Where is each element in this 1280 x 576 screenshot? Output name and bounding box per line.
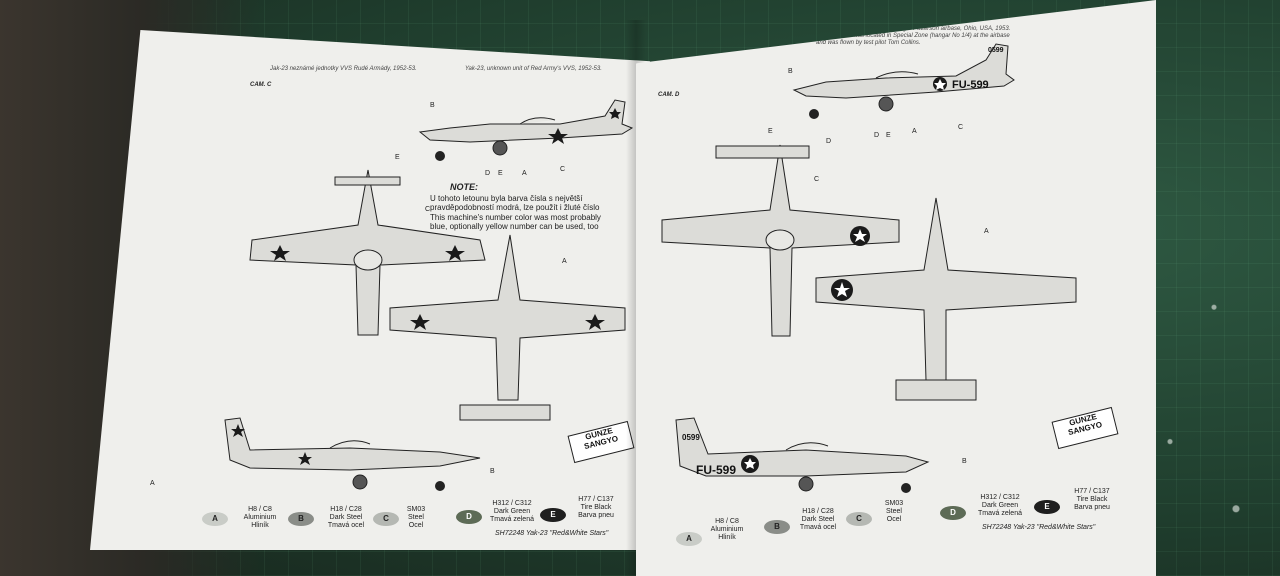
legend-code: A <box>212 514 218 523</box>
legend-code: C <box>383 514 389 523</box>
callout-letter: C <box>814 176 820 183</box>
callout-letter: E <box>768 128 773 135</box>
callout-letter: B <box>490 468 495 475</box>
legend-badge-d <box>940 506 966 520</box>
instruction-sheet-right-page: Yak-23 FU-599, evaluated at Wright-Patte… <box>636 0 1156 576</box>
left-caption-english: Yak-23, unknown unit of Red Army's VVS, … <box>465 66 602 72</box>
right-footer-product-code: SH72248 Yak-23 "Red&White Stars" <box>982 524 1096 531</box>
callout-letter: A <box>522 170 527 177</box>
serial-number: FU-599 <box>696 463 736 477</box>
callout-letter: C <box>560 166 566 173</box>
legend-badge-e <box>540 508 566 522</box>
callout-letter: E <box>395 154 400 161</box>
legend-code: D <box>466 512 472 521</box>
serial-number: FU-599 <box>952 79 989 91</box>
callout-letter: A <box>562 258 567 265</box>
callout-letter: C <box>425 206 431 213</box>
legend-badge-a <box>202 512 228 526</box>
usaf-bottom-view-aircraft <box>815 197 1077 401</box>
callout-letter: E <box>498 170 503 177</box>
legend-badge-b <box>288 512 314 526</box>
note-body: U tohoto letounu byla barva čísla s nejv… <box>430 194 601 232</box>
side-view-aircraft-bottom <box>224 417 481 491</box>
legend-code: A <box>686 534 692 543</box>
left-caption-czech: Jak-23 neznámé jednotky VVS Rudé Armády,… <box>270 66 417 72</box>
callout-letter: D <box>826 138 832 145</box>
side-view-aircraft-top <box>418 99 634 161</box>
legend-code: B <box>298 514 304 523</box>
callout-letter: E <box>886 132 891 139</box>
callout-letter: B <box>430 102 435 109</box>
tail-number: 0599 <box>988 47 1004 54</box>
usaf-top-view-aircraft <box>661 144 900 337</box>
bottom-view-aircraft <box>389 234 626 421</box>
usaf-side-view-aircraft-bottom: 0599 FU-599 <box>675 417 930 493</box>
note-title: NOTE: <box>450 182 478 192</box>
usaf-side-view-aircraft-top: FU-599 0599 <box>792 43 1015 119</box>
legend-badge-c <box>846 512 872 526</box>
tail-number: 0599 <box>682 433 700 442</box>
camouflage-label-c: CAM. C <box>250 82 272 88</box>
callout-letter: A <box>912 128 917 135</box>
legend-code: C <box>856 514 862 523</box>
callout-letter: C <box>958 124 964 131</box>
camouflage-label-d: CAM. D <box>658 92 680 98</box>
top-view-aircraft <box>249 169 486 336</box>
legend-code: E <box>550 510 556 519</box>
callout-letter: B <box>962 458 967 465</box>
legend-code: B <box>774 522 780 531</box>
callout-letter: D <box>874 132 880 139</box>
callout-letter: A <box>984 228 989 235</box>
legend-code: D <box>950 508 956 517</box>
legend-badge-a <box>676 532 702 546</box>
legend-badge-b <box>764 520 790 534</box>
legend-badge-e <box>1034 500 1060 514</box>
legend-code: E <box>1044 502 1050 511</box>
callout-letter: B <box>788 68 793 75</box>
callout-letter: A <box>150 480 155 487</box>
legend-badge-c <box>373 512 399 526</box>
left-footer-product-code: SH72248 Yak-23 "Red&White Stars" <box>495 530 609 537</box>
legend-badge-d <box>456 510 482 524</box>
callout-letter: D <box>485 170 491 177</box>
instruction-sheet-left-page: Jak-23 neznámé jednotky VVS Rudé Armády,… <box>90 30 650 550</box>
